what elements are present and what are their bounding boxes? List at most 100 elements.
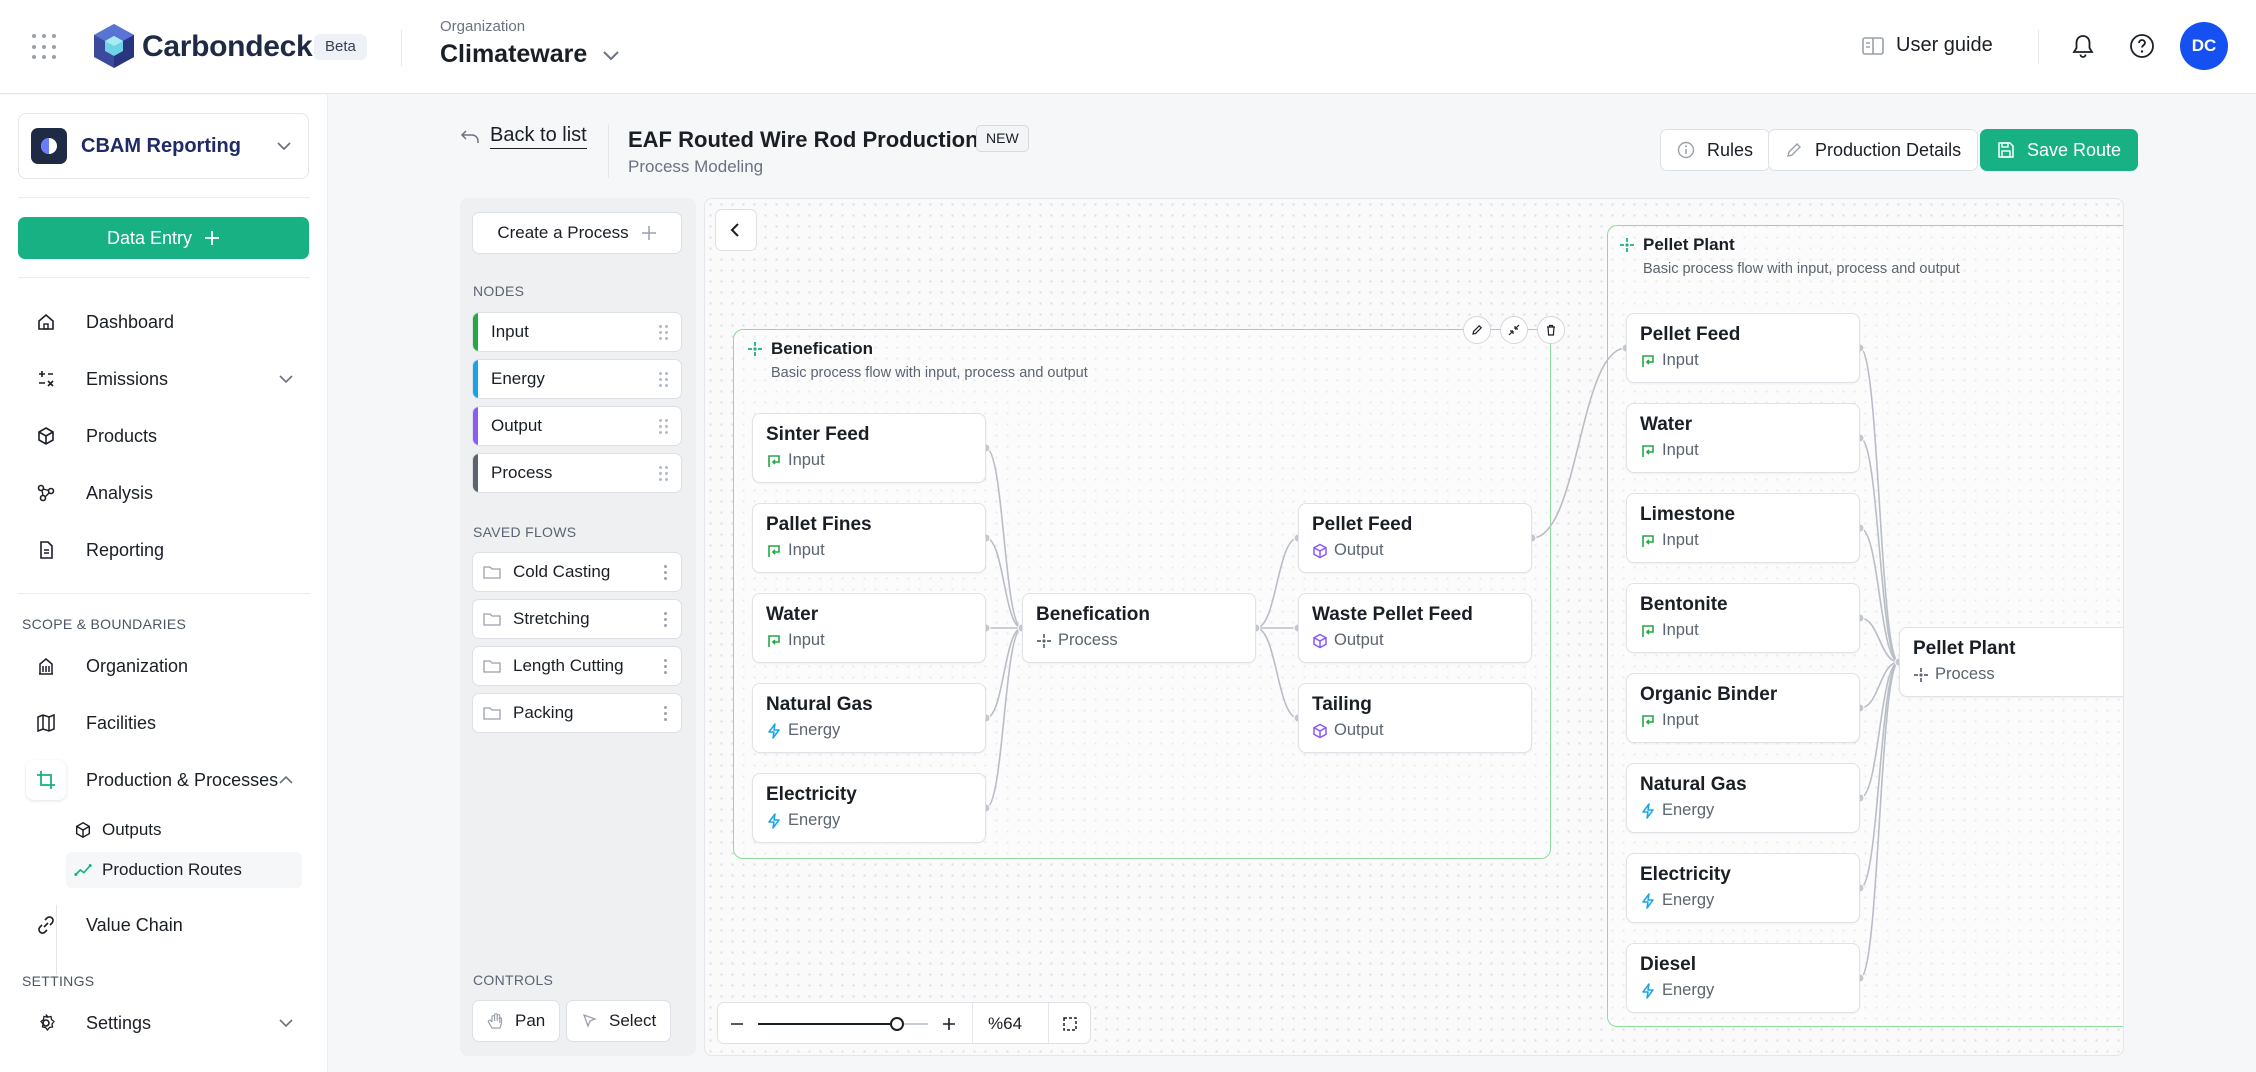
drag-handle-icon[interactable]	[659, 372, 669, 388]
node-title: Limestone	[1640, 504, 1736, 525]
flow-canvas[interactable]: Benefication Basic process flow with inp…	[704, 198, 2124, 1056]
zoom-slider-rest[interactable]	[898, 1023, 928, 1025]
group-title: Benefication	[747, 339, 873, 359]
group-title-label: Pellet Plant	[1643, 235, 1735, 254]
more-options-icon[interactable]	[664, 659, 667, 674]
create-process-button[interactable]: Create a Process	[472, 212, 682, 254]
chevron-up-icon[interactable]	[276, 770, 296, 790]
undo-arrow-icon	[460, 129, 479, 143]
node-title: Organic Binder	[1640, 684, 1778, 705]
back-to-list-link[interactable]: Back to list	[460, 124, 587, 149]
sidebar-item-dashboard[interactable]: Dashboard	[26, 302, 174, 342]
zoom-out-icon[interactable]	[730, 1017, 744, 1031]
delete-group-button[interactable]	[1537, 316, 1565, 344]
zoom-slider-handle[interactable]	[890, 1017, 904, 1031]
fit-view-icon[interactable]	[1062, 1016, 1078, 1032]
drag-handle-icon[interactable]	[659, 419, 669, 435]
zoom-slider-track[interactable]	[758, 1023, 898, 1025]
input-icon	[1642, 354, 1654, 367]
node-title: Water	[766, 604, 819, 625]
drag-handle-icon[interactable]	[659, 325, 669, 341]
sidebar-item-settings[interactable]: Settings	[26, 1003, 151, 1043]
saved-flow-item[interactable]: Length Cutting	[472, 646, 682, 686]
chevron-down-icon[interactable]	[600, 44, 622, 66]
palette-node-energy[interactable]: Energy	[472, 359, 682, 399]
saved-flow-item[interactable]: Packing	[472, 693, 682, 733]
module-switcher[interactable]: CBAM Reporting	[18, 113, 309, 179]
bell-icon[interactable]	[2071, 33, 2095, 59]
sidebar-item-value-chain[interactable]: Value Chain	[26, 905, 183, 945]
palette-node-input[interactable]: Input	[472, 312, 682, 352]
production-details-button[interactable]: Production Details	[1768, 129, 1979, 171]
node-type-label: Input	[1662, 351, 1699, 369]
saved-flow-item[interactable]: Stretching	[472, 599, 682, 639]
app-grid-icon[interactable]	[32, 34, 58, 60]
input-icon	[768, 454, 780, 467]
emissions-icon	[26, 359, 66, 399]
saved-flow-item[interactable]: Cold Casting	[472, 552, 682, 592]
chevron-down-icon[interactable]	[276, 369, 296, 389]
sidebar-item-production-processes[interactable]: Production & Processes	[26, 760, 278, 800]
more-options-icon[interactable]	[664, 706, 667, 721]
sidebar-item-analysis[interactable]: Analysis	[26, 473, 153, 513]
controls-label: CONTROLS	[473, 972, 554, 988]
pencil-icon	[1787, 143, 1801, 157]
node-title: Pellet Feed	[1640, 324, 1741, 345]
more-options-icon[interactable]	[664, 612, 667, 627]
sidebar-item-facilities[interactable]: Facilities	[26, 703, 156, 743]
zoom-in-icon[interactable]	[942, 1017, 956, 1031]
sidebar-item-reporting[interactable]: Reporting	[26, 530, 164, 570]
select-button[interactable]: Select	[566, 1000, 672, 1042]
chevron-left-icon	[730, 223, 739, 237]
sidebar-item-organization[interactable]: Organization	[26, 646, 188, 686]
node-type-label: Energy	[788, 721, 841, 739]
minimize-icon	[1508, 324, 1520, 336]
flow-edge	[1859, 617, 1900, 663]
select-label: Select	[609, 1011, 657, 1030]
more-options-icon[interactable]	[664, 565, 667, 580]
sidebar-item-products[interactable]: Products	[26, 416, 157, 456]
sidebar-item-label: Dashboard	[86, 311, 175, 332]
collapse-group-button[interactable]	[1500, 316, 1528, 344]
data-entry-button[interactable]: Data Entry	[18, 217, 309, 259]
pan-button[interactable]: Pan	[472, 1000, 561, 1042]
user-guide-link[interactable]: User guide	[1862, 34, 1993, 57]
palette-node-process[interactable]: Process	[472, 453, 682, 493]
node-type: Output	[1312, 541, 1531, 560]
cube-icon	[1313, 633, 1327, 648]
save-route-button[interactable]: Save Route	[1980, 129, 2139, 171]
edit-group-button[interactable]	[1463, 316, 1491, 344]
sidebar-item-emissions[interactable]: Emissions	[26, 359, 168, 399]
divider	[2038, 30, 2039, 64]
sidebar-subitem-outputs[interactable]: Outputs	[66, 812, 302, 848]
help-icon[interactable]	[2129, 33, 2155, 59]
rules-button[interactable]: Rules	[1660, 129, 1771, 171]
node-type-label: Input	[1662, 441, 1699, 459]
sidebar-subitem-production-routes[interactable]: Production Routes	[66, 852, 302, 888]
avatar[interactable]: DC	[2180, 22, 2228, 70]
org-name[interactable]: Climateware	[440, 40, 588, 68]
collapse-panel-button[interactable]	[715, 209, 757, 251]
drag-handle-icon[interactable]	[659, 466, 669, 482]
chevron-down-icon[interactable]	[276, 1013, 296, 1033]
palette-node-output[interactable]: Output	[472, 406, 682, 446]
node-type: Input	[766, 451, 985, 470]
